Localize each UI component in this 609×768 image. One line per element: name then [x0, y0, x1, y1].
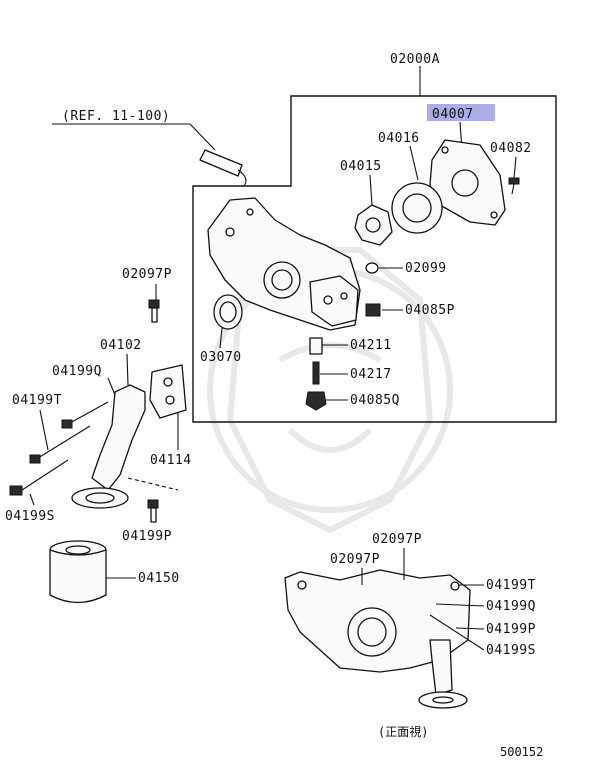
plunger-04211 — [309, 337, 323, 355]
plug-04085q — [305, 391, 327, 411]
label-02097p-top[interactable]: 02097P — [122, 267, 172, 282]
outer-rotor — [391, 182, 443, 234]
label-04085p[interactable]: 04085P — [405, 303, 455, 318]
leader-04199s-right — [429, 614, 485, 651]
figure-number: 500152 — [500, 745, 543, 759]
leader-03070 — [219, 327, 223, 349]
label-front-view: (正面視) — [378, 724, 428, 739]
label-04082[interactable]: 04082 — [490, 141, 532, 156]
bolt-04199s-left — [9, 459, 69, 496]
label-04199q-right[interactable]: 04199Q — [486, 599, 536, 614]
leader-04199q-left — [107, 377, 116, 396]
label-04015[interactable]: 04015 — [340, 159, 382, 174]
label-04199p-left[interactable]: 04199P — [122, 529, 172, 544]
label-04199t-left[interactable]: 04199T — [12, 393, 62, 408]
inner-rotor — [354, 204, 393, 246]
leader-04199q-right — [435, 603, 485, 607]
ref-leader — [189, 123, 216, 151]
label-04016[interactable]: 04016 — [378, 131, 420, 146]
bolt-04199p-left — [147, 499, 159, 523]
label-04199s-left[interactable]: 04199S — [5, 509, 55, 524]
label-04211[interactable]: 04211 — [350, 338, 392, 353]
label-04007[interactable]: 04007 — [432, 107, 474, 122]
label-04199s-right[interactable]: 04199S — [486, 643, 536, 658]
label-04102[interactable]: 04102 — [100, 338, 142, 353]
front-view-assembly — [284, 569, 471, 709]
label-04085q[interactable]: 04085Q — [350, 393, 400, 408]
oil-strainer — [71, 384, 146, 509]
label-02000a[interactable]: 02000A — [390, 52, 440, 67]
leader-04199p-right — [455, 627, 485, 630]
label-04217[interactable]: 04217 — [350, 367, 392, 382]
plug-04085p — [365, 303, 381, 317]
label-04150[interactable]: 04150 — [138, 571, 180, 586]
bolt-02097p-top — [148, 299, 160, 323]
label-03070[interactable]: 03070 — [200, 350, 242, 365]
leader-04102 — [126, 353, 129, 386]
o-ring-02099 — [365, 262, 379, 274]
leader-04082 — [513, 156, 517, 179]
label-04199p-right[interactable]: 04199P — [486, 622, 536, 637]
leader-04015 — [369, 174, 373, 206]
oil-seal-03070 — [213, 294, 243, 330]
leader-04199t-left — [39, 409, 49, 451]
label-02097p-b1[interactable]: 02097P — [330, 552, 380, 567]
assembly-outline — [192, 95, 557, 423]
spring-04217 — [312, 361, 320, 385]
oil-filter — [49, 540, 107, 604]
oil-pump-body — [207, 197, 361, 331]
oil-pipe-icon — [199, 149, 247, 187]
leader-04016 — [409, 145, 419, 181]
bolt-04199t-left — [29, 401, 109, 464]
label-02099[interactable]: 02099 — [405, 261, 447, 276]
label-04199q-left[interactable]: 04199Q — [52, 364, 102, 379]
label-ref-11-100[interactable]: (REF. 11-100) — [62, 109, 170, 124]
label-04114[interactable]: 04114 — [150, 453, 192, 468]
dash-leader-04199p — [127, 477, 179, 491]
gasket-04114 — [149, 364, 187, 419]
label-02097p-b2[interactable]: 02097P — [372, 532, 422, 547]
highlight-04007 — [427, 104, 495, 121]
bolt-04082 — [508, 177, 520, 195]
leader-04199s-left — [29, 493, 35, 506]
label-04199t-right[interactable]: 04199T — [486, 578, 536, 593]
